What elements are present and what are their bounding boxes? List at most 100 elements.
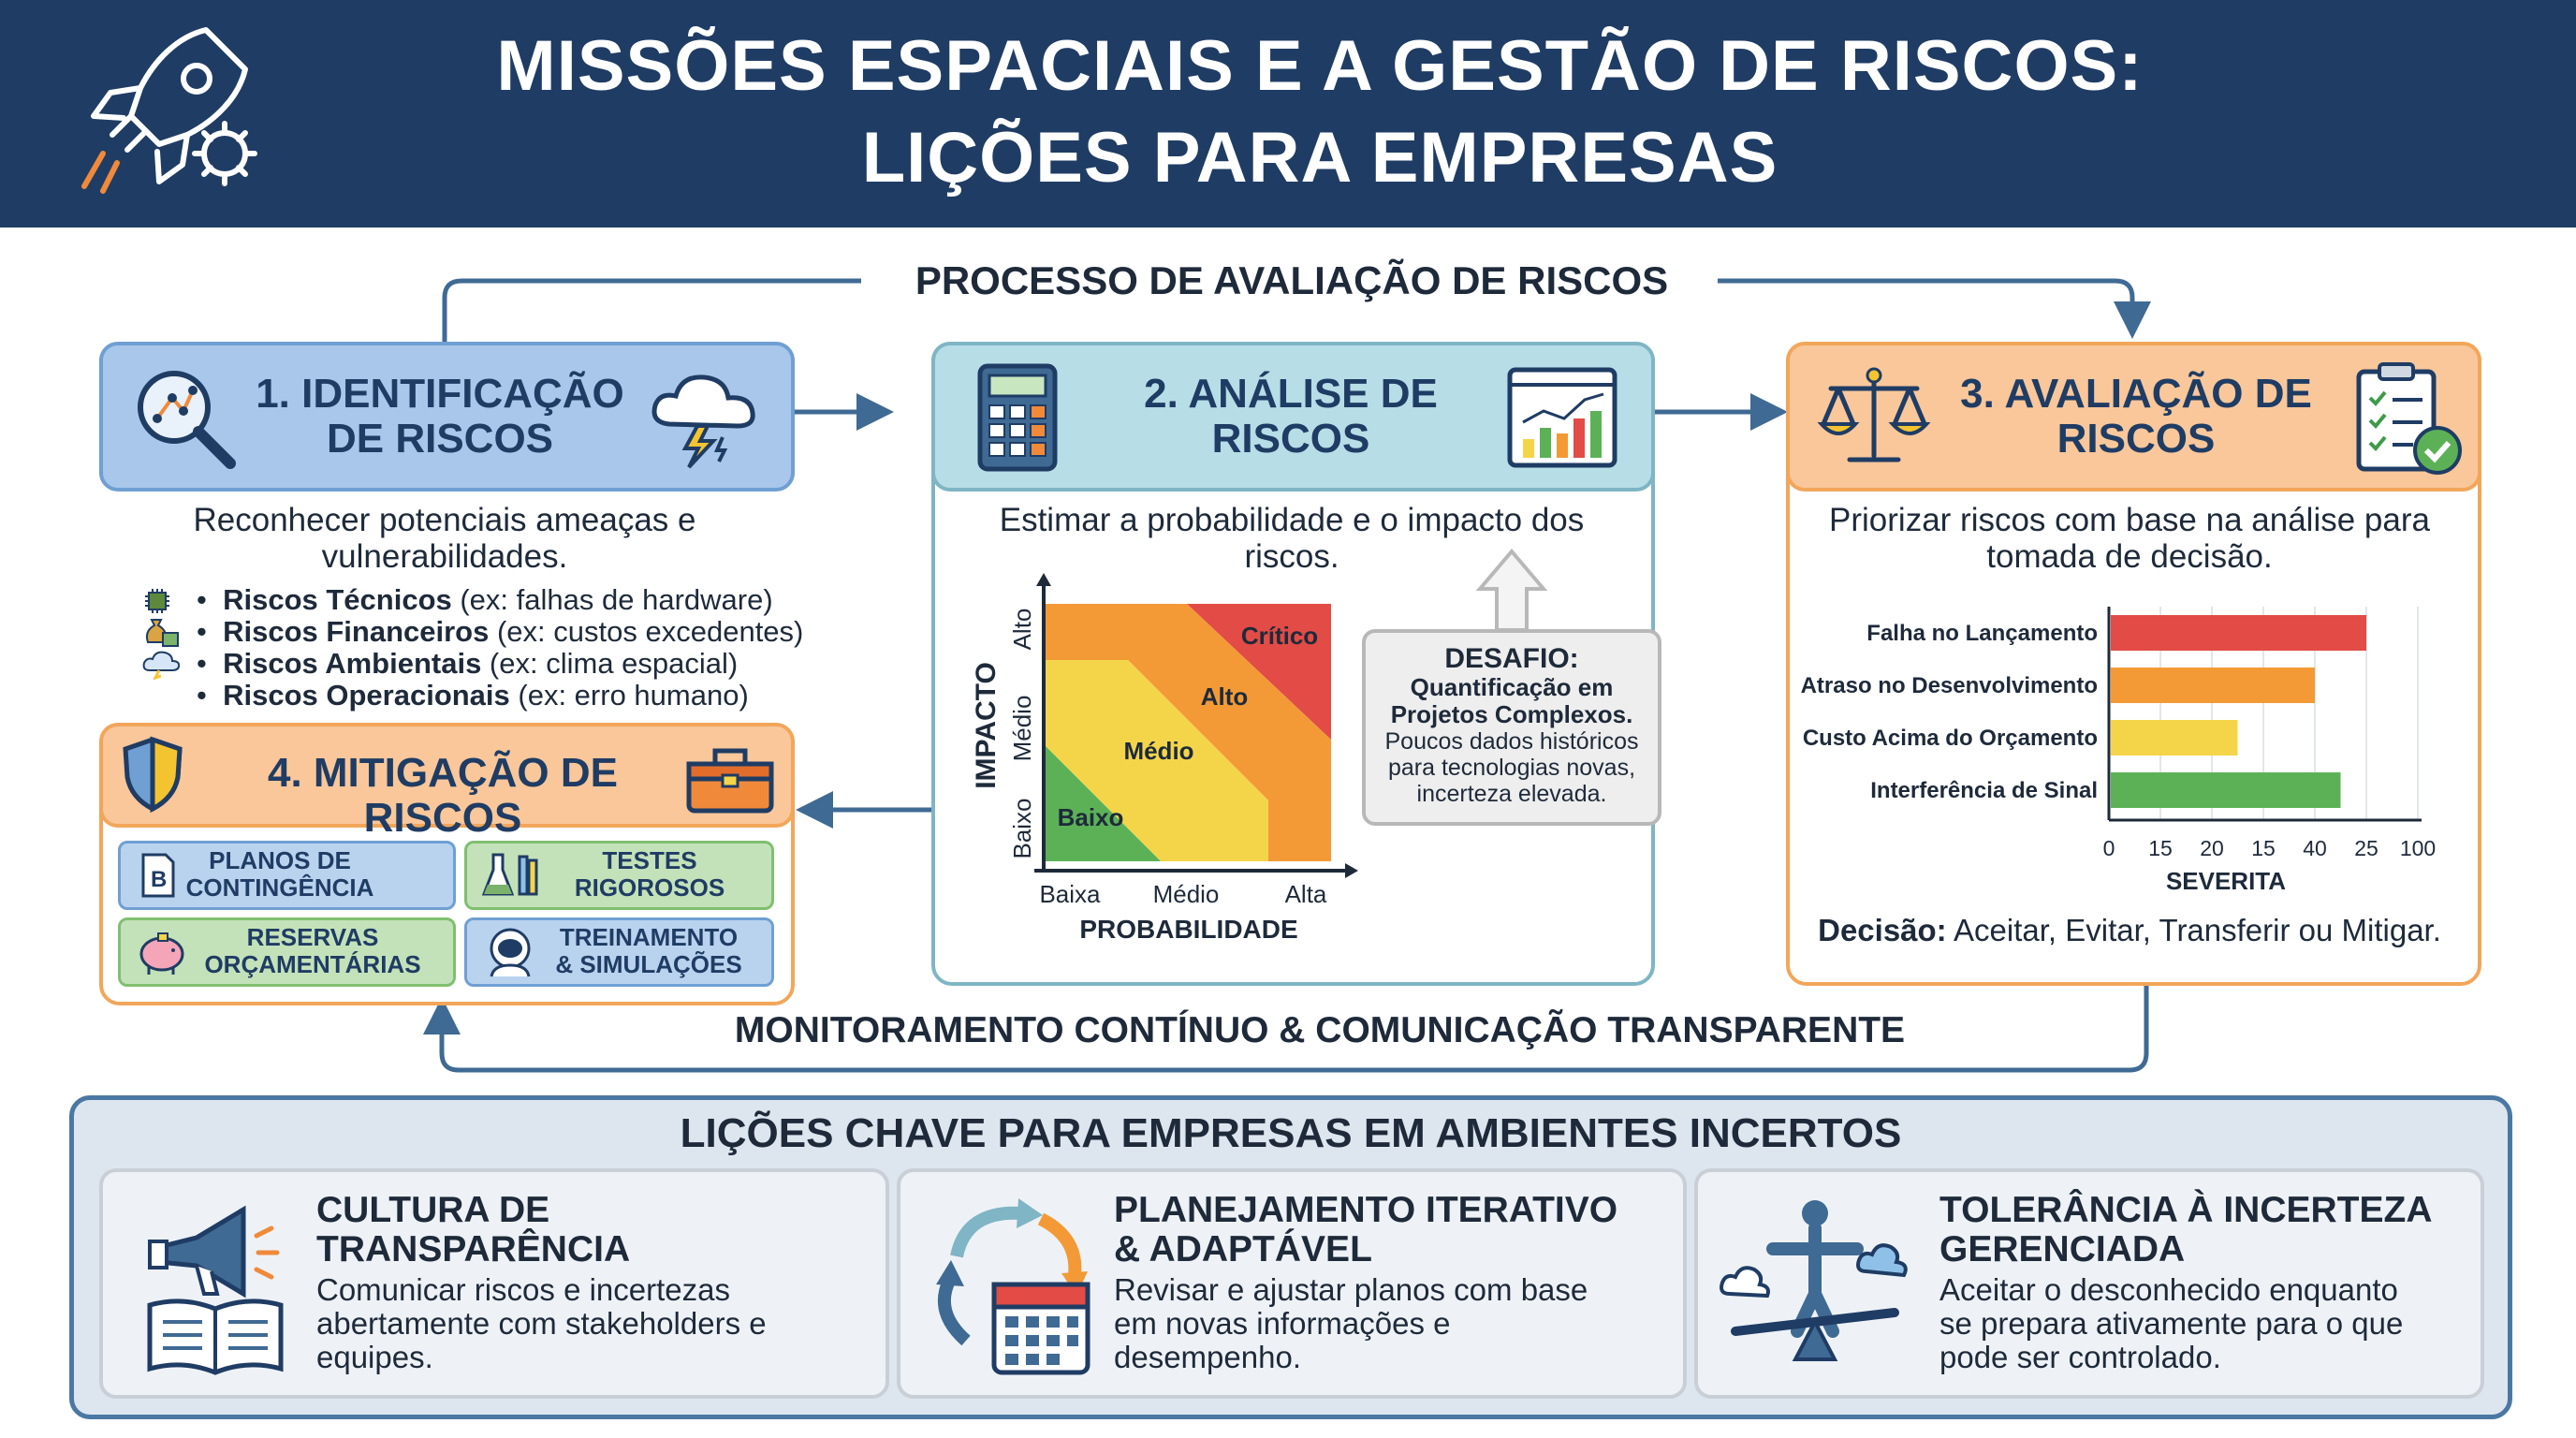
storm-cloud-icon <box>651 374 755 469</box>
x-tick-label: 0 <box>2103 836 2115 860</box>
lesson-2-title-line-1: PLANEJAMENTO ITERATIVO <box>1114 1190 1618 1230</box>
contingency-line-2: CONTINGÊNCIA <box>185 873 374 902</box>
challenge-callout: DESAFIO: Quantificação em Projetos Compl… <box>1362 629 1661 826</box>
risk-heatmap: Crítico Alto Médio Baixo Baixa Médio Alt… <box>971 573 1358 944</box>
severity-bar <box>2111 615 2366 651</box>
step3-header: 3. AVALIAÇÃO DE RISCOS <box>1786 342 2481 492</box>
severity-bar <box>2111 668 2315 703</box>
megaphone-book-icon <box>147 1205 284 1375</box>
mitigation-rigorous-tests[interactable]: TESTES RIGOROSOS <box>464 841 774 910</box>
x-axis-label: SEVERITA <box>2166 867 2286 895</box>
bullet-3-text: (ex: clima espacial) <box>481 647 739 680</box>
x-tick-label: 15 <box>2251 836 2276 860</box>
step1-title: 1. IDENTIFICAÇÃO DE RISCOS <box>243 372 637 462</box>
bullet-2-bold: Riscos Financeiros <box>223 615 490 648</box>
bullet-3-bold: Riscos Ambientais <box>223 647 482 680</box>
step3-title-line-1: 3. AVALIAÇÃO DE <box>1960 371 2312 417</box>
lesson-card-iterative-planning: PLANEJAMENTO ITERATIVO & ADAPTÁVEL Revis… <box>897 1168 1687 1399</box>
category-label: Custo Acima do Orçamento <box>1803 726 2098 751</box>
zone-label-critical: Crítico <box>1241 622 1318 650</box>
zone-label-medium: Médio <box>1123 737 1193 765</box>
challenge-title: DESAFIO: <box>1444 643 1579 674</box>
step2-title-line-2: RISCOS <box>1211 416 1370 462</box>
balance-person-icon <box>1720 1200 1908 1361</box>
y-axis-label: IMPACTO <box>971 662 1002 789</box>
astronaut-icon <box>490 928 531 977</box>
mitigation-training-simulations[interactable]: TREINAMENTO & SIMULAÇÕES <box>464 917 774 987</box>
x-tick-low: Baixa <box>1039 880 1101 908</box>
step1-title-line-2: DE RISCOS <box>326 416 554 462</box>
lesson-3-body-line-1: Aceitar o desconhecido enquanto <box>1939 1272 2398 1307</box>
cloud-icon <box>142 651 181 680</box>
zone-label-high: Alto <box>1201 682 1249 711</box>
training-line-1: TREINAMENTO <box>559 923 739 951</box>
calculator-icon <box>977 363 1058 472</box>
step2-desc-line-1: Estimar a probabilidade e o impacto dos <box>999 502 1585 538</box>
step1-description: Reconhecer potenciais ameaças e vulnerab… <box>140 502 749 575</box>
clipboard-check-icon <box>2356 362 2462 475</box>
tests-line-2: RIGOROSOS <box>574 873 725 902</box>
step3-desc-line-1: Priorizar riscos com base na análise par… <box>1829 502 2430 538</box>
lesson-3-body-line-2: se prepara ativamente para o que <box>1939 1306 2404 1341</box>
severity-bar <box>2111 720 2238 756</box>
lesson-2-title-line-2: & ADAPTÁVEL <box>1114 1229 1372 1269</box>
step2-header: 2. ANÁLISE DE RISCOS <box>931 342 1655 492</box>
chip-icon <box>145 589 169 613</box>
lesson-1-title-line-2: TRANSPARÊNCIA <box>316 1229 631 1269</box>
zone-high <box>1044 604 1331 861</box>
lesson-card-transparency: CULTURA DE TRANSPARÊNCIA Comunicar risco… <box>99 1168 889 1399</box>
mitigation-contingency-plans[interactable]: B PLANOS DE CONTINGÊNCIA <box>118 841 456 910</box>
zone-medium <box>1044 660 1268 861</box>
title-line-1: MISSÕES ESPACIAIS E A GESTÃO DE RISCOS: <box>496 26 2144 106</box>
mitigation-budget-reserves[interactable]: RESERVAS ORÇAMENTÁRIAS <box>118 917 456 987</box>
lesson-3-title-line-1: TOLERÂNCIA À INCERTEZA <box>1939 1190 2433 1230</box>
step1-desc-line-1: Reconhecer potenciais ameaças e <box>193 502 696 538</box>
tests-line-1: TESTES <box>602 846 697 874</box>
lesson-3-title-line-2: GERENCIADA <box>1939 1229 2186 1269</box>
x-tick-high: Alta <box>1285 880 1327 908</box>
lesson-1-title: CULTURA DE TRANSPARÊNCIA <box>316 1191 630 1269</box>
piggy-bank-icon <box>139 932 184 975</box>
bullet-environmental-risks: • Riscos Ambientais (ex: clima espacial) <box>140 648 814 680</box>
scales-icon <box>1817 367 1931 462</box>
document-b-icon: B <box>141 853 175 898</box>
lesson-2-body: Revisar e ajustar planos com base em nov… <box>1114 1273 1666 1374</box>
challenge-body-line-3: incerteza elevada. <box>1416 781 1607 807</box>
toolbox-icon <box>686 748 774 814</box>
step1-header: 1. IDENTIFICAÇÃO DE RISCOS <box>99 342 795 492</box>
challenge-subtitle-line-2: Projetos Complexos. <box>1390 700 1633 728</box>
up-arrow-outline-icon <box>1475 548 1548 632</box>
step2-desc-line-2: riscos. <box>1244 538 1339 575</box>
challenge-body-line-2: para tecnologias novas, <box>1387 755 1636 781</box>
x-tick-label: 100 <box>2400 836 2436 860</box>
magnifier-network-icon <box>138 371 236 469</box>
step1-desc-line-2: vulnerabilidades. <box>321 538 568 575</box>
bullet-financial-risks: • Riscos Financeiros (ex: custos exceden… <box>140 616 814 648</box>
lesson-2-body-line-2: em novas informações e <box>1114 1306 1451 1341</box>
process-label: PROCESSO DE AVALIAÇÃO DE RISCOS <box>871 255 1713 307</box>
zone-label-low: Baixo <box>1058 803 1124 831</box>
challenge-subtitle-line-1: Quantificação em <box>1410 673 1614 701</box>
step4-header: 4. MITIGAÇÃO DE RISCOS <box>99 723 795 841</box>
bullet-2-text: (ex: custos excedentes) <box>489 615 804 648</box>
bullet-1-text: (ex: falhas de hardware) <box>451 583 773 616</box>
lesson-card-uncertainty-tolerance: TOLERÂNCIA À INCERTEZA GERENCIADA Aceita… <box>1694 1168 2484 1399</box>
lab-flask-icon <box>481 853 538 896</box>
y-tick-high: Alto <box>1008 609 1036 651</box>
lessons-title: LIÇÕES CHAVE PARA EMPRESAS EM AMBIENTES … <box>680 1110 1902 1156</box>
lesson-3-body-line-3: pode ser controlado. <box>1939 1340 2221 1374</box>
bullet-operational-risks: • Riscos Operacionais (ex: erro humano) <box>197 679 749 712</box>
x-tick-medium: Médio <box>1153 880 1220 908</box>
x-tick-label: 15 <box>2148 836 2173 860</box>
severity-bar <box>2111 772 2341 808</box>
x-axis-label: PROBABILIDADE <box>1079 915 1297 944</box>
header-banner: MISSÕES ESPACIAIS E A GESTÃO DE RISCOS: … <box>0 0 2576 227</box>
bullet-technical-risks: • Riscos Técnicos (ex: falhas de hardwar… <box>140 584 814 616</box>
lesson-1-body-line-1: Comunicar riscos e incertezas <box>316 1272 730 1307</box>
step3-description: Priorizar riscos com base na análise par… <box>1802 502 2457 575</box>
lesson-2-title: PLANEJAMENTO ITERATIVO & ADAPTÁVEL <box>1114 1191 1617 1269</box>
step3-title: 3. AVALIAÇÃO DE RISCOS <box>1930 372 2342 462</box>
cycle-calendar-icon <box>936 1198 1090 1375</box>
category-label: Falha no Lançamento <box>1866 621 2098 646</box>
